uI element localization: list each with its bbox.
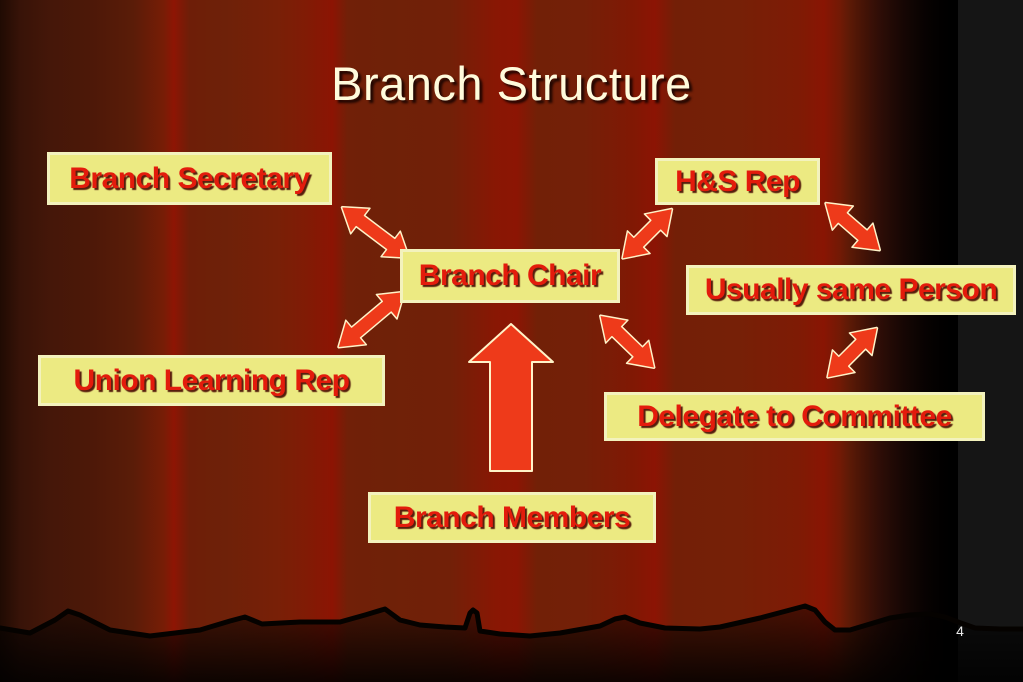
page-number: 4	[956, 623, 964, 639]
box-union-learning-rep: Union Learning Rep	[38, 355, 385, 406]
arrow-chair-hs-rep-icon	[610, 196, 688, 274]
box-branch-secretary: Branch Secretary	[47, 152, 332, 205]
box-branch-members-label: Branch Members	[393, 500, 631, 534]
right-edge-bar	[958, 0, 1023, 682]
arrow-chair-delegate-icon	[584, 303, 666, 385]
box-delegate-to-committee: Delegate to Committee	[604, 392, 985, 441]
box-union-learning-rep-label: Union Learning Rep	[73, 363, 351, 397]
box-hs-rep-label: H&S Rep	[675, 164, 800, 198]
box-branch-chair-label: Branch Chair	[418, 259, 602, 292]
box-hs-rep: H&S Rep	[655, 158, 820, 205]
box-usually-same-person: Usually same Person	[686, 265, 1016, 315]
bottom-wave-silhouette	[0, 603, 1023, 682]
box-branch-secretary-label: Branch Secretary	[69, 161, 310, 195]
box-branch-chair: Branch Chair	[400, 249, 620, 303]
box-usually-same-person-label: Usually same Person	[704, 273, 998, 306]
arrow-members-chair-up-icon	[467, 323, 555, 478]
box-branch-members: Branch Members	[368, 492, 656, 543]
arrow-usually-same-person-delegate-icon	[815, 315, 893, 393]
arrow-hs-rep-usually-same-person-icon	[810, 190, 891, 268]
box-delegate-to-committee-label: Delegate to Committee	[637, 399, 952, 433]
slide-title: Branch Structure	[331, 57, 692, 110]
